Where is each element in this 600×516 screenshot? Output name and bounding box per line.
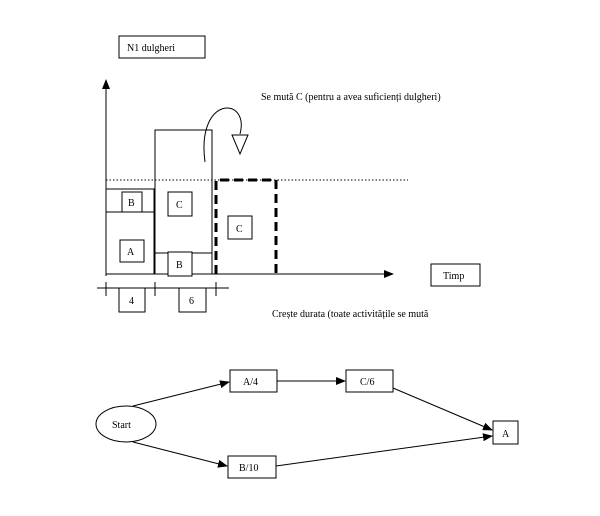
edge-start-a [132, 380, 230, 407]
node-end [492, 420, 519, 445]
node-b-label: B/10 [239, 463, 258, 474]
duration-box-0 [118, 287, 146, 313]
resource-chart: N1 dulgheri B A C B C Se mută [97, 35, 481, 320]
block-b-upper-label: B [128, 198, 135, 209]
x-axis-label: Timp [443, 271, 464, 282]
network-diagram: Start A/4 C/6 B/10 A [95, 369, 519, 479]
x-axis-label-box [430, 263, 481, 287]
column-c-outline [154, 129, 213, 274]
node-end-label: A [502, 429, 510, 440]
edge-start-b [132, 441, 228, 468]
block-a [119, 239, 145, 263]
column-a-b-outline [105, 188, 155, 275]
move-note: Se mută C (pentru a avea suficienți dulg… [261, 92, 441, 103]
y-axis-label-box: N1 dulgheri [118, 35, 206, 59]
block-c-moved [227, 215, 253, 240]
edge-b-end [275, 433, 493, 467]
block-b-upper [121, 191, 143, 213]
node-c-label: C/6 [360, 377, 374, 388]
block-c-moved-outline [214, 178, 278, 274]
duration-note: Crește durata (toate activitățile se mut… [272, 309, 429, 320]
duration-value-1: 6 [189, 296, 194, 307]
block-a-label: A [127, 247, 135, 258]
node-start-label: Start [112, 420, 131, 431]
duration-box-1 [178, 287, 207, 313]
node-b [227, 455, 277, 479]
duration-value-0: 4 [129, 296, 134, 307]
move-arrow-head [231, 134, 249, 156]
y-axis-label: N1 dulgheri [127, 43, 175, 54]
edge-c-end [392, 387, 493, 431]
node-a-label: A/4 [243, 377, 258, 388]
node-start [95, 405, 157, 443]
node-c [345, 369, 394, 393]
block-b-lower-label: B [176, 260, 183, 271]
block-b-lower [167, 251, 193, 277]
block-c-moved-label: C [236, 224, 243, 235]
move-arrow [203, 107, 242, 163]
block-c-original-label: C [176, 200, 183, 211]
block-c-original [167, 191, 193, 217]
